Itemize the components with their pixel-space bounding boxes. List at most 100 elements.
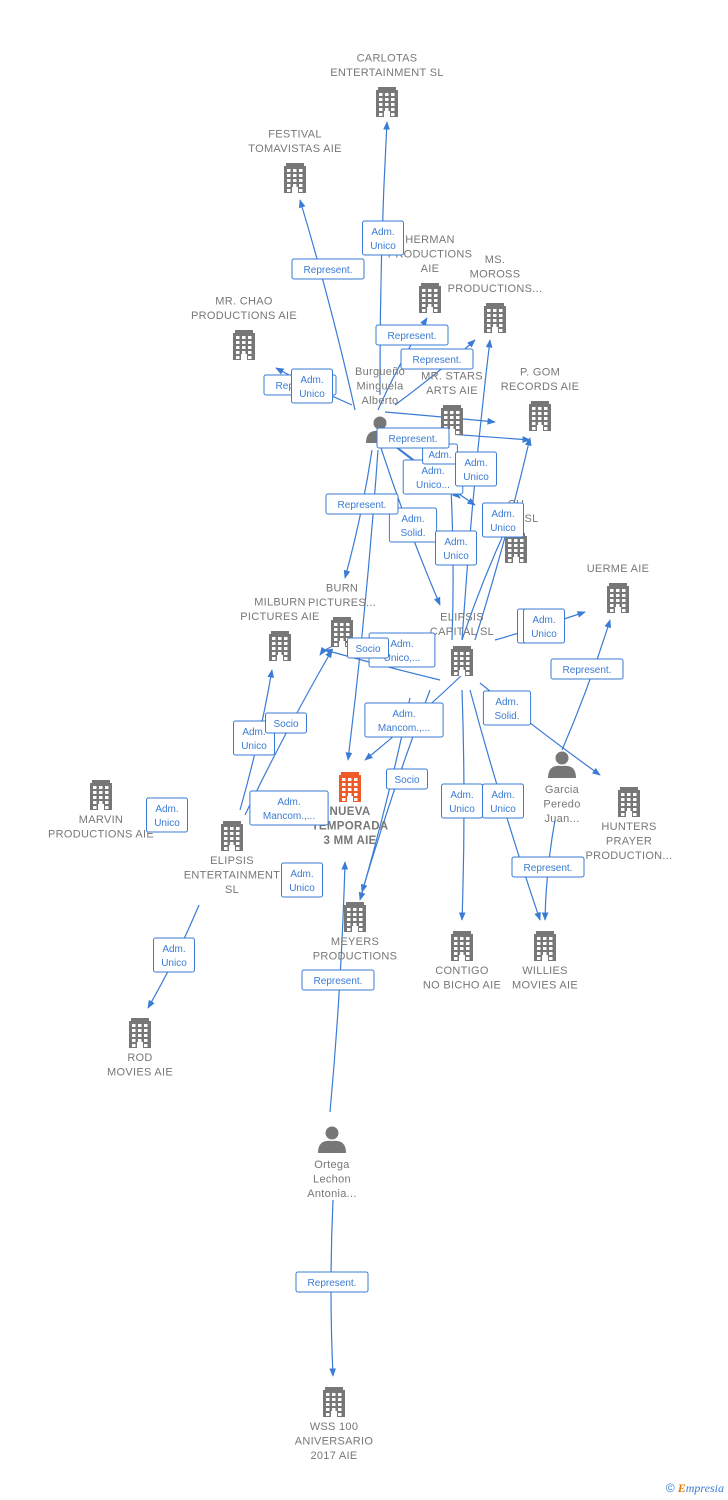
- building-icon: [607, 583, 629, 613]
- edge-label-text: Unico: [490, 523, 516, 534]
- building-icon: [129, 1018, 151, 1048]
- edge-label-text: Adm.: [428, 450, 451, 461]
- node-label: Burgueño: [355, 366, 405, 378]
- edge-label-text: Mancom.,...: [263, 811, 315, 822]
- node-hunters[interactable]: HUNTERSPRAYERPRODUCTION...: [585, 787, 672, 862]
- edge-label: Represent.: [375, 324, 449, 346]
- node-garcia[interactable]: GarciaPeredoJuan...: [543, 751, 580, 826]
- edge-label-text: Unico: [161, 958, 187, 969]
- edge-label: Adm.Unico: [482, 502, 524, 538]
- edge-label: Adm.Unico: [523, 608, 565, 644]
- edge-label-text: Socio: [355, 644, 380, 655]
- edge-label: Represent.: [550, 658, 624, 680]
- edge-label: Adm.Solid.: [482, 690, 532, 726]
- node-label: ROD: [127, 1052, 152, 1064]
- edge-label-text: Unico: [299, 389, 325, 400]
- edge-label: Adm.Unico: [153, 937, 195, 973]
- edge-label: Socio: [386, 768, 428, 790]
- node-label: PRODUCTIONS AIE: [48, 829, 154, 841]
- edge-label-text: Solid.: [494, 711, 519, 722]
- node-label: ENTERTAINMENT SL: [330, 67, 444, 79]
- edge-label-text: Unico: [370, 241, 396, 252]
- node-uerme[interactable]: UERME AIE: [587, 563, 650, 613]
- node-label: UERME AIE: [587, 563, 650, 575]
- node-label: MOVIES AIE: [107, 1067, 173, 1079]
- edge-arrow: [394, 339, 476, 406]
- node-label: 2017 AIE: [310, 1450, 357, 1462]
- node-label: HERMAN: [405, 234, 454, 246]
- node-marvin[interactable]: MARVIN PRODUCTIONS AIE: [48, 780, 154, 841]
- node-label: 3 MM AIE: [323, 835, 376, 847]
- edge-label: Adm. Unico: [291, 368, 333, 404]
- edge-label-text: Represent.: [413, 355, 462, 366]
- edge-labels-layer: Adm.UnicoRepresent.Represent.Represent.A…: [146, 220, 624, 1293]
- node-label: Alberto: [362, 395, 399, 407]
- node-label: ENTERTAINMENT: [184, 870, 280, 882]
- node-ortega[interactable]: OrtegaLechonAntonia...: [307, 1126, 356, 1201]
- edge-label-text: Adm.: [392, 709, 415, 720]
- edge-label: Adm.Unico: [435, 530, 477, 566]
- building-icon: [376, 87, 398, 117]
- edge-label-text: Socio: [273, 719, 298, 730]
- edge-label-text: Represent.: [388, 331, 437, 342]
- edge-label: Adm. Mancom.,...: [364, 702, 444, 738]
- edge-label-text: Mancom.,...: [378, 723, 430, 734]
- node-label: MOROSS: [470, 269, 521, 281]
- edge-arrow: [561, 619, 611, 751]
- edge-arrow: [474, 437, 532, 641]
- node-burn[interactable]: BURNPICTURES...: [308, 583, 376, 648]
- node-label: MOVIES AIE: [512, 980, 578, 992]
- node-rod[interactable]: ROD MOVIES AIE: [107, 1018, 173, 1079]
- building-icon: [484, 303, 506, 333]
- node-label: AIE: [421, 263, 440, 275]
- node-label: ELIPSIS: [440, 612, 484, 624]
- node-label: WSS 100: [310, 1421, 359, 1433]
- edge-label: Adm.Unico: [482, 783, 524, 819]
- edge-label-text: Adm.: [300, 375, 323, 386]
- edge-label-text: Unico: [490, 804, 516, 815]
- node-label: PRODUCTIONS...: [448, 283, 543, 295]
- node-label: ARTS AIE: [426, 385, 478, 397]
- edge-label-text: Unico: [443, 551, 469, 562]
- building-icon: [233, 330, 255, 360]
- edge-label: Adm. Unico: [146, 797, 188, 833]
- node-label: Lechon: [313, 1174, 351, 1186]
- edge-label: Adm.Unico: [455, 451, 497, 487]
- edge-label-text: Represent.: [304, 265, 353, 276]
- building-icon: [90, 780, 112, 810]
- node-label: Antonia...: [307, 1188, 356, 1200]
- edge-label-text: Represent.: [563, 665, 612, 676]
- person-icon: [318, 1126, 346, 1153]
- node-label: Ortega: [314, 1159, 350, 1171]
- node-label: PRODUCTIONS AIE: [191, 310, 297, 322]
- node-label: ANIVERSARIO: [295, 1436, 374, 1448]
- edge-label-text: Unico: [241, 741, 267, 752]
- edge-label-text: Adm.: [155, 804, 178, 815]
- node-label: NUEVA: [330, 806, 371, 818]
- building-icon: [221, 821, 243, 851]
- node-moross[interactable]: MS.MOROSSPRODUCTIONS...: [448, 254, 543, 333]
- edge-label-text: Adm.: [371, 227, 394, 238]
- building-icon: [269, 631, 291, 661]
- node-label: MARVIN: [79, 814, 123, 826]
- edge-label-text: Unico: [154, 818, 180, 829]
- edge-arrow: [461, 339, 493, 641]
- edge-label-text: Unico,...: [384, 653, 421, 664]
- node-label: ELIPSIS: [210, 855, 254, 867]
